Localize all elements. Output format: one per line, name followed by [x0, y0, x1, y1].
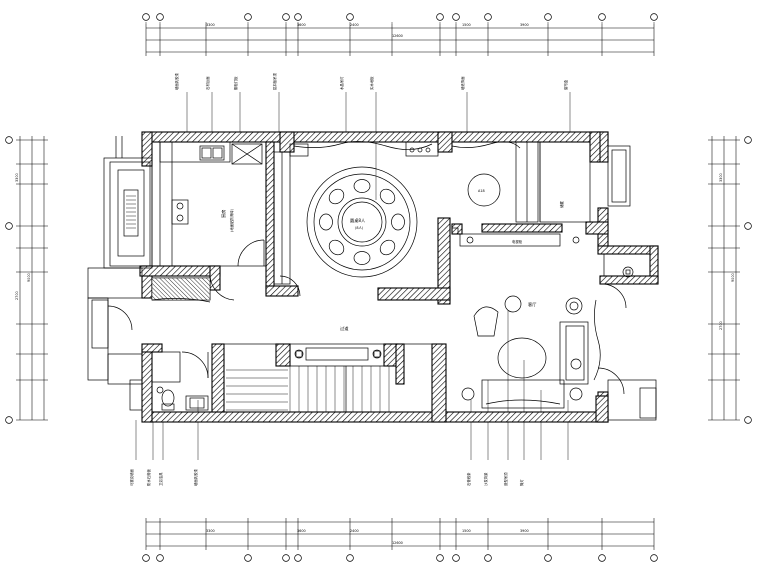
callout-label: 窗帘盒: [563, 79, 568, 90]
right-dimension-block: 3300 2700 9000: [708, 136, 740, 421]
grid-axis-bubble: [5, 222, 13, 230]
grid-axis-bubble: [282, 554, 290, 562]
grid-axis-bubble: [294, 554, 302, 562]
storage-label: 储藏: [559, 201, 564, 208]
grid-axis-bubble: [436, 13, 444, 21]
bottom-callouts: 马赛克墙面 防水石膏板 卫浴洁具 墙面乳胶漆 石膏线条 沙发背景 造型吊顶 筒灯: [129, 310, 569, 486]
top-dim-label: 3900: [520, 23, 529, 27]
living-room: 客厅: [461, 295, 657, 421]
grid-axis-bubble: [544, 554, 552, 562]
dining-chair: [379, 239, 396, 256]
callout-label: 墙面乳胶漆: [193, 468, 198, 486]
left-dimension-block: 3300 2700 9000: [15, 136, 48, 421]
callout-label: 筒灯: [519, 479, 524, 486]
walls: [139, 131, 659, 423]
tv-cabinet-label: 电视柜: [512, 239, 523, 244]
callout-label: 石膏线条: [466, 472, 471, 486]
dining-chair: [328, 188, 345, 205]
bottom-dim-label: 3600: [297, 529, 306, 533]
callout-label: 水晶吊灯: [339, 76, 344, 90]
callout-label: 橱柜门板: [233, 76, 238, 90]
grid-axis-bubble: [294, 13, 302, 21]
callout-label: 卫浴洁具: [158, 472, 163, 486]
callout-label: 实木地板: [369, 76, 374, 90]
left-balcony: [87, 136, 153, 411]
callout-label: 石材台面: [205, 76, 210, 90]
top-dim-total: 12600: [392, 34, 403, 38]
doors: [209, 275, 627, 366]
dining-chair: [319, 213, 333, 231]
grid-axis-bubble: [452, 13, 460, 21]
right-dim-label: 2700: [719, 321, 723, 330]
dining-room: 圆桌8人 (8人): [273, 141, 439, 285]
grid-axis-bubble: [650, 554, 658, 562]
kitchen-label: 厨房: [220, 210, 227, 218]
grid-axis-bubble: [346, 554, 354, 562]
grid-axis-bubble: [744, 222, 752, 230]
grid-axis-bubble: [452, 554, 460, 562]
top-dim-label: 1500: [462, 23, 471, 27]
bottom-dim-label: 3300: [206, 529, 215, 533]
wc: [151, 277, 211, 411]
top-dim-label: 3300: [206, 23, 215, 27]
bedroom: A18 储藏 电视柜: [451, 141, 651, 278]
piano-label: A18: [478, 189, 485, 193]
bottom-dim-label: 3900: [520, 529, 529, 533]
callout-label: 防水石膏板: [146, 468, 151, 486]
dining-chair: [353, 251, 371, 265]
grid-axis-bubble: [436, 554, 444, 562]
right-dim-label: 3300: [719, 173, 723, 182]
grid-axis-bubble: [5, 416, 13, 424]
grid-axis-bubble: [142, 13, 150, 21]
kitchen: 厨房 (地面贴防滑砖): [151, 141, 267, 267]
bottom-dimension-block: 3300 3600 2400 1500 3900 12600: [145, 518, 655, 550]
stairs: 过道: [223, 325, 433, 413]
callout-label: 沙发背景: [483, 472, 488, 486]
left-dim-label: 2700: [15, 291, 19, 300]
living-label: 客厅: [528, 301, 536, 308]
grid-axis-bubble: [156, 554, 164, 562]
left-dim-total: 9000: [27, 273, 31, 282]
grid-axis-bubble: [244, 13, 252, 21]
kitchen-note: (地面贴防滑砖): [229, 208, 234, 232]
right-dim-total: 9000: [731, 273, 735, 282]
callout-label: 铝扣板吊顶: [272, 72, 277, 90]
left-dim-label: 3300: [15, 173, 19, 182]
top-dim-label: 3600: [297, 23, 306, 27]
callout-label: 墙面乳胶漆: [174, 72, 179, 90]
grid-axis-bubble: [598, 554, 606, 562]
dining-chair: [379, 188, 396, 205]
dining-table-label: 圆桌8人: [350, 217, 366, 224]
grid-axis-bubble: [744, 416, 752, 424]
callout-label: 马赛克墙面: [129, 468, 134, 486]
callout-label: 墙纸饰面: [460, 76, 465, 90]
bottom-dim-label: 2400: [350, 529, 359, 533]
bottom-dim-total: 12600: [392, 541, 403, 545]
dining-chair: [353, 179, 371, 193]
grid-axis-bubble: [544, 13, 552, 21]
grid-axis-bubble: [142, 554, 150, 562]
grid-axis-bubble: [650, 13, 658, 21]
top-dimension-block: 3300 3600 2400 1500 3900 12600: [145, 22, 655, 56]
grid-axis-bubble: [346, 13, 354, 21]
callout-label: 造型吊顶: [503, 472, 508, 486]
dining-chair: [391, 213, 405, 231]
dining-table-sub: (8人): [355, 225, 364, 230]
grid-axis-bubble: [5, 136, 13, 144]
hall-label: 过道: [340, 325, 349, 332]
grid-axis-bubble: [484, 13, 492, 21]
dining-chair: [328, 239, 345, 256]
grid-bubbles: [5, 13, 752, 562]
grid-axis-bubble: [156, 13, 164, 21]
grid-axis-bubble: [598, 13, 606, 21]
grid-axis-bubble: [244, 554, 252, 562]
grid-axis-bubble: [744, 136, 752, 144]
grid-axis-bubble: [484, 554, 492, 562]
grid-axis-bubble: [282, 13, 290, 21]
top-dim-label: 2400: [350, 23, 359, 27]
bottom-dim-label: 1500: [462, 529, 471, 533]
